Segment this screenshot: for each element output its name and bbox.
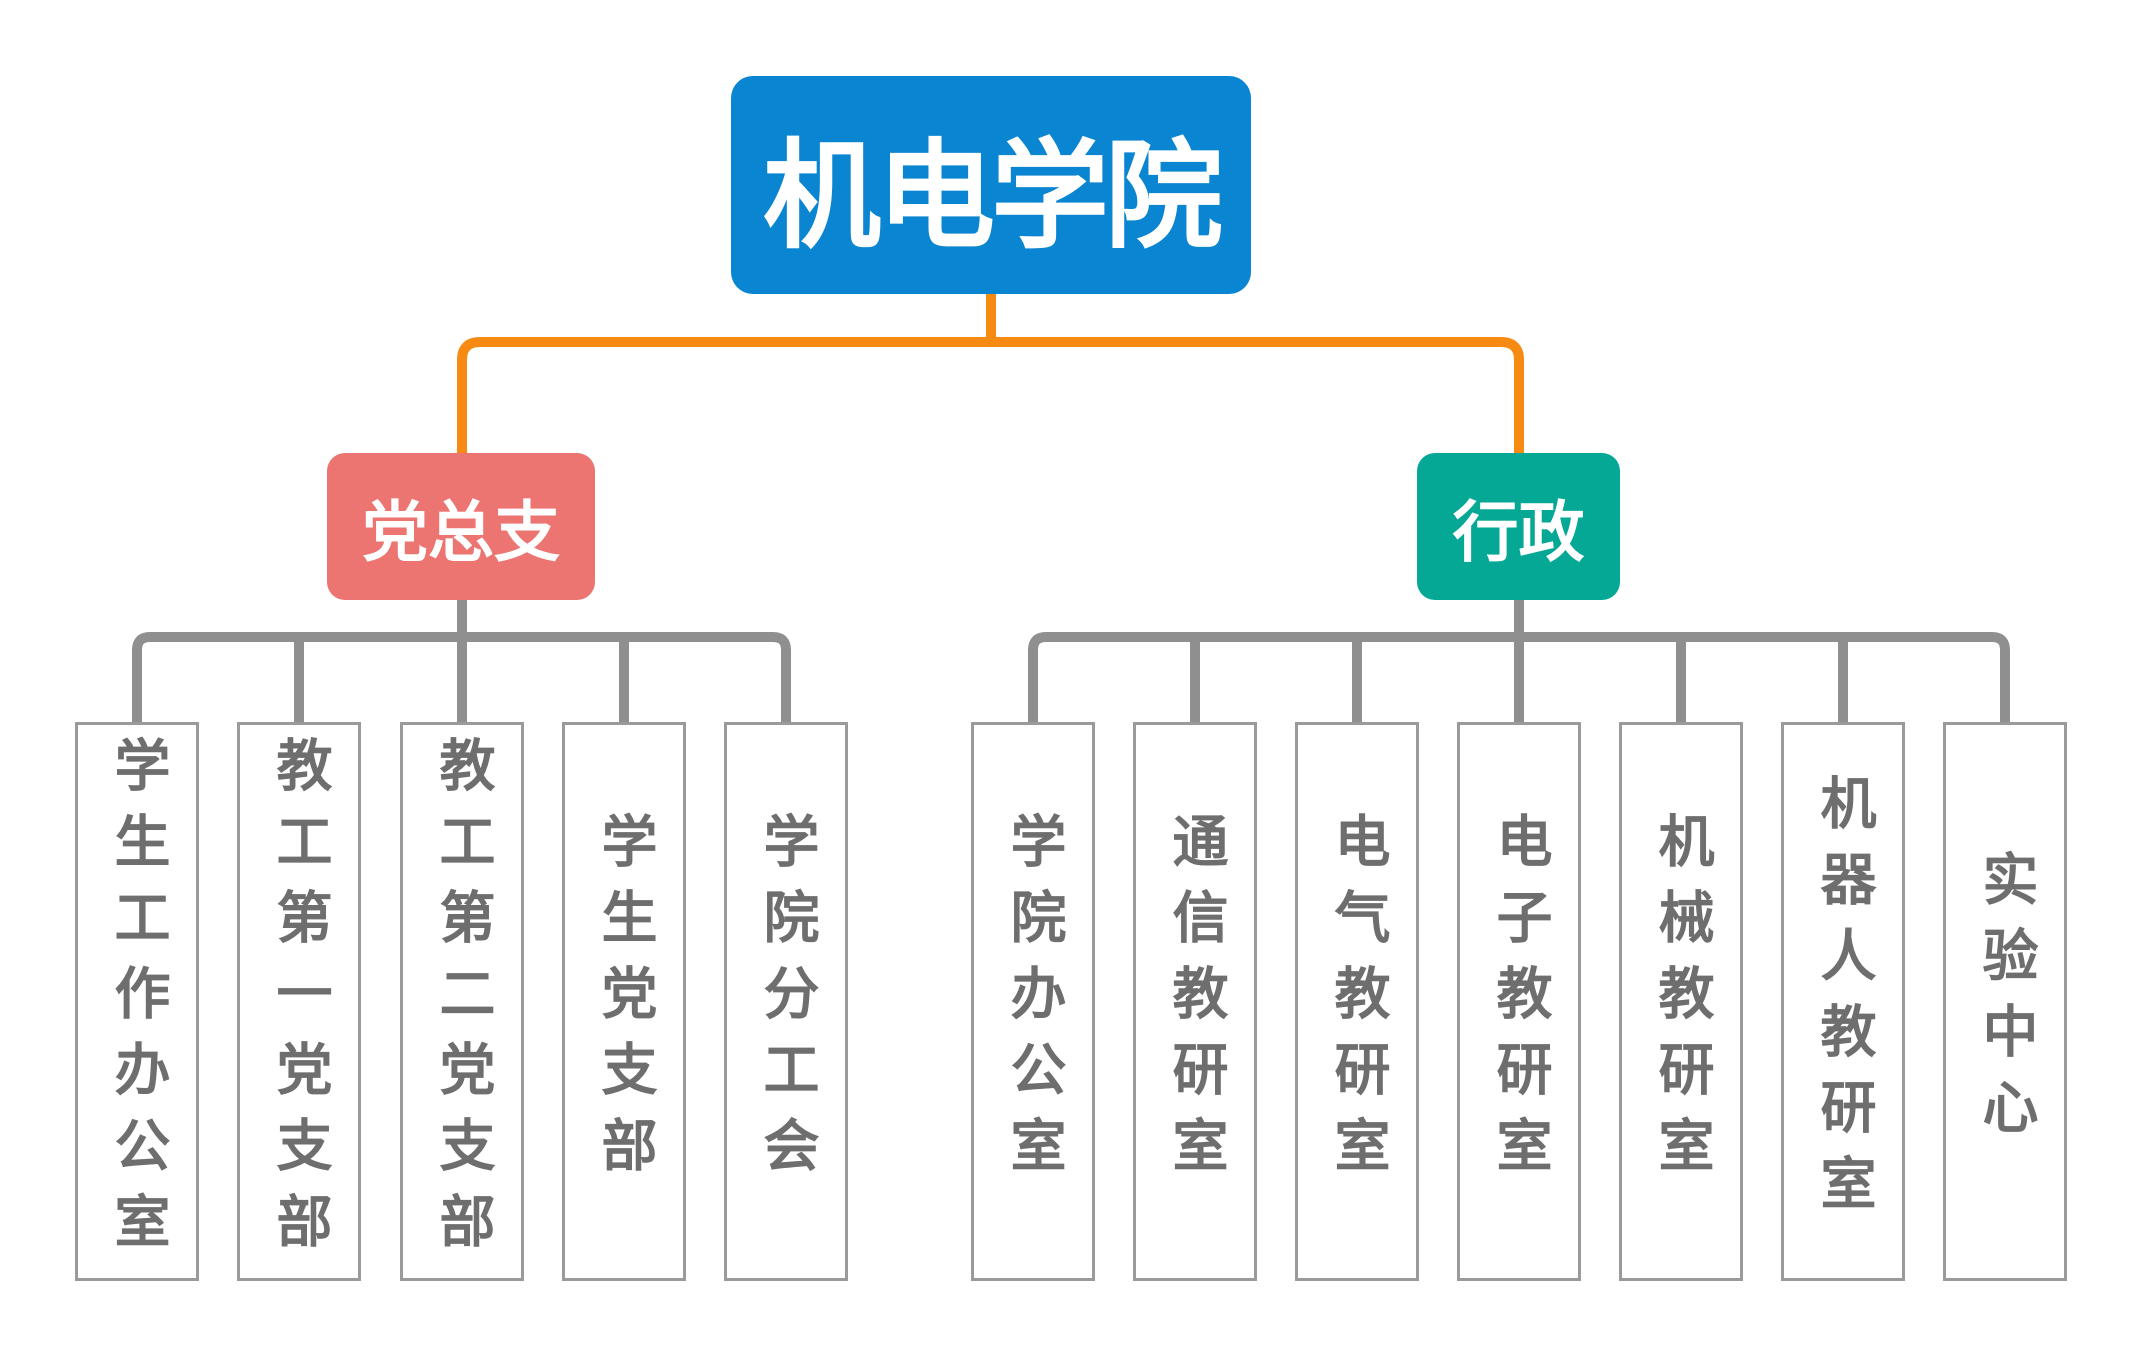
branch-left-connector (132, 600, 791, 722)
leaf-node-college-office: 学院办公室 (971, 722, 1095, 1281)
leaf-node-communication-teaching: 通信教研室 (1133, 722, 1257, 1281)
leaf-node-electronics-teaching: 电子教研室 (1457, 722, 1581, 1281)
root-node: 机电学院 (731, 76, 1251, 294)
leaf-label: 电气教研室 (1325, 811, 1390, 1192)
leaf-label: 学生党支部 (592, 811, 657, 1192)
leaf-node-mechanical-teaching: 机械教研室 (1619, 722, 1743, 1281)
leaf-node-electrical-teaching: 电气教研室 (1295, 722, 1419, 1281)
leaf-label: 机械教研室 (1649, 811, 1714, 1192)
leaf-label: 教工第一党支部 (267, 735, 332, 1268)
leaf-label: 实验中心 (1973, 849, 2038, 1154)
leaf-node-faculty-branch-1: 教工第一党支部 (237, 722, 361, 1281)
leaf-label: 机器人教研室 (1811, 773, 1876, 1230)
leaf-node-student-party-branch: 学生党支部 (562, 722, 686, 1281)
branch-node-party: 党总支 (327, 453, 595, 600)
leaf-label: 学院办公室 (1001, 811, 1066, 1192)
leaf-node-college-union: 学院分工会 (724, 722, 848, 1281)
leaf-node-robotics-teaching: 机器人教研室 (1781, 722, 1905, 1281)
leaf-label: 通信教研室 (1163, 811, 1228, 1192)
branch-node-admin: 行政 (1417, 453, 1620, 600)
leaf-label: 电子教研室 (1487, 811, 1552, 1192)
leaf-node-student-affairs-office: 学生工作办公室 (75, 722, 199, 1281)
leaf-node-lab-center: 实验中心 (1943, 722, 2067, 1281)
leaf-label: 学院分工会 (754, 811, 819, 1192)
leaf-node-faculty-branch-2: 教工第二党支部 (400, 722, 524, 1281)
branch-right-connector (1028, 600, 2010, 722)
leaf-label: 教工第二党支部 (430, 735, 495, 1268)
root-connector (457, 294, 1524, 453)
leaf-label: 学生工作办公室 (105, 735, 170, 1268)
